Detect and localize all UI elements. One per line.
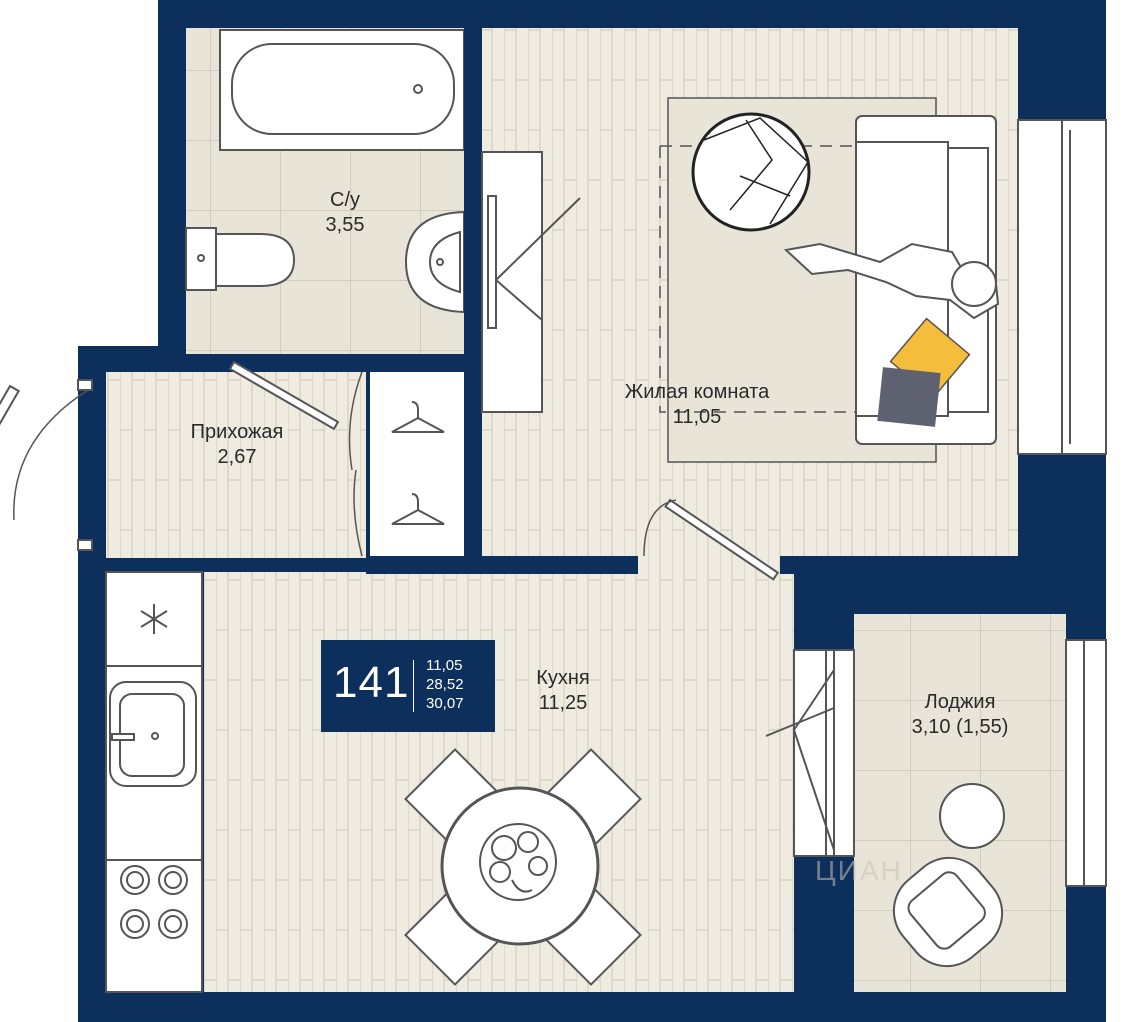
room-label-kitchen: Кухня 11,25 bbox=[508, 666, 618, 716]
loggia-door bbox=[765, 649, 855, 857]
rug-dashes bbox=[659, 145, 856, 413]
wall-bath-right bbox=[464, 28, 482, 372]
badge-areas: 11,05 28,52 30,07 bbox=[426, 656, 464, 713]
room-area: 3,55 bbox=[325, 214, 365, 236]
room-label-hallway: Прихожая 2,67 bbox=[162, 420, 312, 470]
round-table-icon bbox=[691, 112, 811, 232]
door-living bbox=[643, 498, 780, 581]
armchair-icon bbox=[892, 856, 1004, 968]
window-loggia bbox=[1065, 639, 1107, 887]
loggia-round-table-icon bbox=[939, 783, 1005, 849]
room-name: Лоджия bbox=[924, 691, 996, 713]
room-label-bathroom: С/у 3,55 bbox=[300, 188, 390, 238]
window-living bbox=[1017, 119, 1107, 455]
sleeping-person-icon bbox=[783, 242, 1000, 320]
door-bathroom bbox=[228, 360, 340, 431]
room-name: Кухня bbox=[536, 667, 590, 689]
wall-hall-kitchen bbox=[106, 558, 204, 572]
wall-wardrobe-bottom bbox=[366, 556, 638, 574]
living-area: 11,05 bbox=[426, 657, 463, 674]
pillow-gray bbox=[877, 367, 941, 427]
room-area: 2,67 bbox=[217, 446, 257, 468]
snowflake-icon bbox=[140, 604, 168, 634]
wall-bath-bottom-right bbox=[362, 354, 464, 372]
hallway-floor bbox=[106, 372, 366, 558]
apartment-number: 141 bbox=[333, 658, 410, 707]
tv-cabinet bbox=[481, 151, 581, 413]
room-area: 11,25 bbox=[538, 692, 588, 714]
stove-icon bbox=[120, 865, 188, 939]
wall-wardrobe-right bbox=[464, 372, 482, 558]
watermark: ЦИАН bbox=[815, 855, 903, 886]
total-area: 28,52 bbox=[426, 676, 464, 693]
room-name: Жилая комната bbox=[624, 381, 770, 403]
door-wardrobe bbox=[348, 371, 363, 557]
wall-bath-bottom-left bbox=[186, 354, 236, 372]
room-area: 3,10 (1,55) bbox=[911, 716, 1009, 738]
wardrobe bbox=[370, 372, 464, 556]
dining-table-icon bbox=[404, 748, 642, 986]
badge-divider bbox=[413, 660, 414, 712]
room-area: 11,05 bbox=[672, 406, 722, 428]
room-label-loggia: Лоджия 3,10 (1,55) bbox=[890, 690, 1030, 740]
wardrobe-hanger-icon bbox=[391, 401, 445, 525]
toilet-icon bbox=[185, 227, 296, 291]
wall-living-bottom bbox=[780, 556, 798, 574]
total-with-loggia-area: 30,07 bbox=[426, 695, 464, 712]
room-name: Прихожая bbox=[190, 421, 284, 443]
bathtub-icon bbox=[219, 29, 465, 151]
sink-icon bbox=[404, 210, 465, 314]
room-label-living: Жилая комната 11,05 bbox=[594, 380, 800, 430]
apartment-badge: 141 11,05 28,52 30,07 bbox=[321, 640, 495, 732]
kitchen-sink-icon bbox=[109, 681, 197, 787]
room-name: С/у bbox=[330, 189, 360, 211]
door-entrance bbox=[0, 379, 93, 551]
